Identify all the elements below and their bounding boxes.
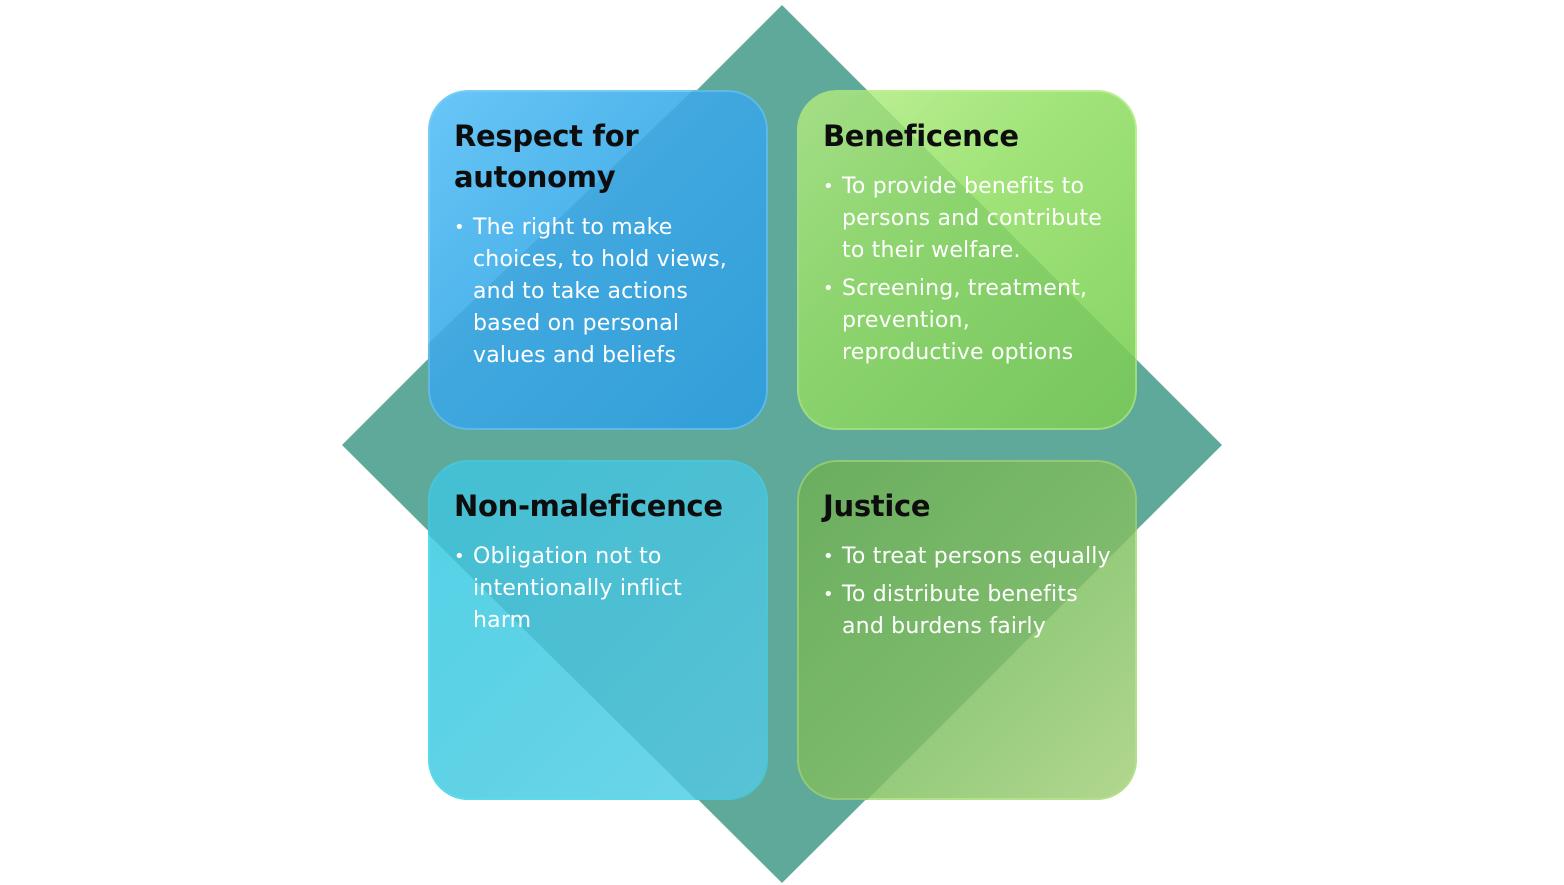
- bullet-list: • To provide benefits to persons and cont…: [823, 171, 1115, 369]
- list-item: • Screening, treatment, prevention, repro…: [823, 273, 1115, 369]
- card-title: Justice: [823, 489, 931, 523]
- card-beneficence: Beneficence • To provide benefits to pers…: [797, 90, 1137, 430]
- card-background: [428, 90, 768, 430]
- list-item: • The right to make choices, to hold view…: [454, 212, 746, 372]
- list-item-text: To distribute benefits and burdens fairl…: [842, 582, 1078, 639]
- card-background: [797, 460, 1137, 800]
- card-background: [797, 90, 1137, 430]
- card-justice: Justice • To treat persons equally • To di…: [797, 460, 1137, 800]
- list-item-text: To treat persons equally: [842, 544, 1111, 569]
- bullet-icon: •: [823, 176, 834, 197]
- card-title: Non-maleficence: [454, 489, 723, 523]
- bullet-icon: •: [454, 546, 465, 567]
- card-respect-for-autonomy: Respect for autonomy • The right to make …: [428, 90, 768, 430]
- card-title: Respect for autonomy: [454, 119, 639, 194]
- list-item-text: Obligation not to intentionally inflict …: [473, 544, 682, 633]
- bullet-icon: •: [823, 278, 834, 299]
- bullet-icon: •: [823, 584, 834, 605]
- list-item: • Obligation not to intentionally inflict…: [454, 541, 746, 637]
- bullet-icon: •: [454, 217, 465, 238]
- card-non-maleficence: Non-maleficence • Obligation not to inten…: [428, 460, 768, 800]
- bullet-list: • To treat persons equally • To distribute…: [823, 541, 1115, 643]
- list-item: • To provide benefits to persons and cont…: [823, 171, 1115, 267]
- list-item: • To treat persons equally: [823, 541, 1115, 573]
- bullet-icon: •: [823, 546, 834, 567]
- list-item-text: Screening, treatment, prevention, reprod…: [842, 276, 1088, 365]
- bullet-list: • The right to make choices, to hold view…: [454, 212, 746, 372]
- bullet-list: • Obligation not to intentionally inflict…: [454, 541, 746, 637]
- list-item-text: The right to make choices, to hold views…: [473, 215, 727, 368]
- list-item-text: To provide benefits to persons and contr…: [842, 174, 1102, 263]
- card-background: [428, 460, 768, 800]
- list-item: • To distribute benefits and burdens fair…: [823, 579, 1115, 643]
- card-title: Beneficence: [823, 119, 1019, 153]
